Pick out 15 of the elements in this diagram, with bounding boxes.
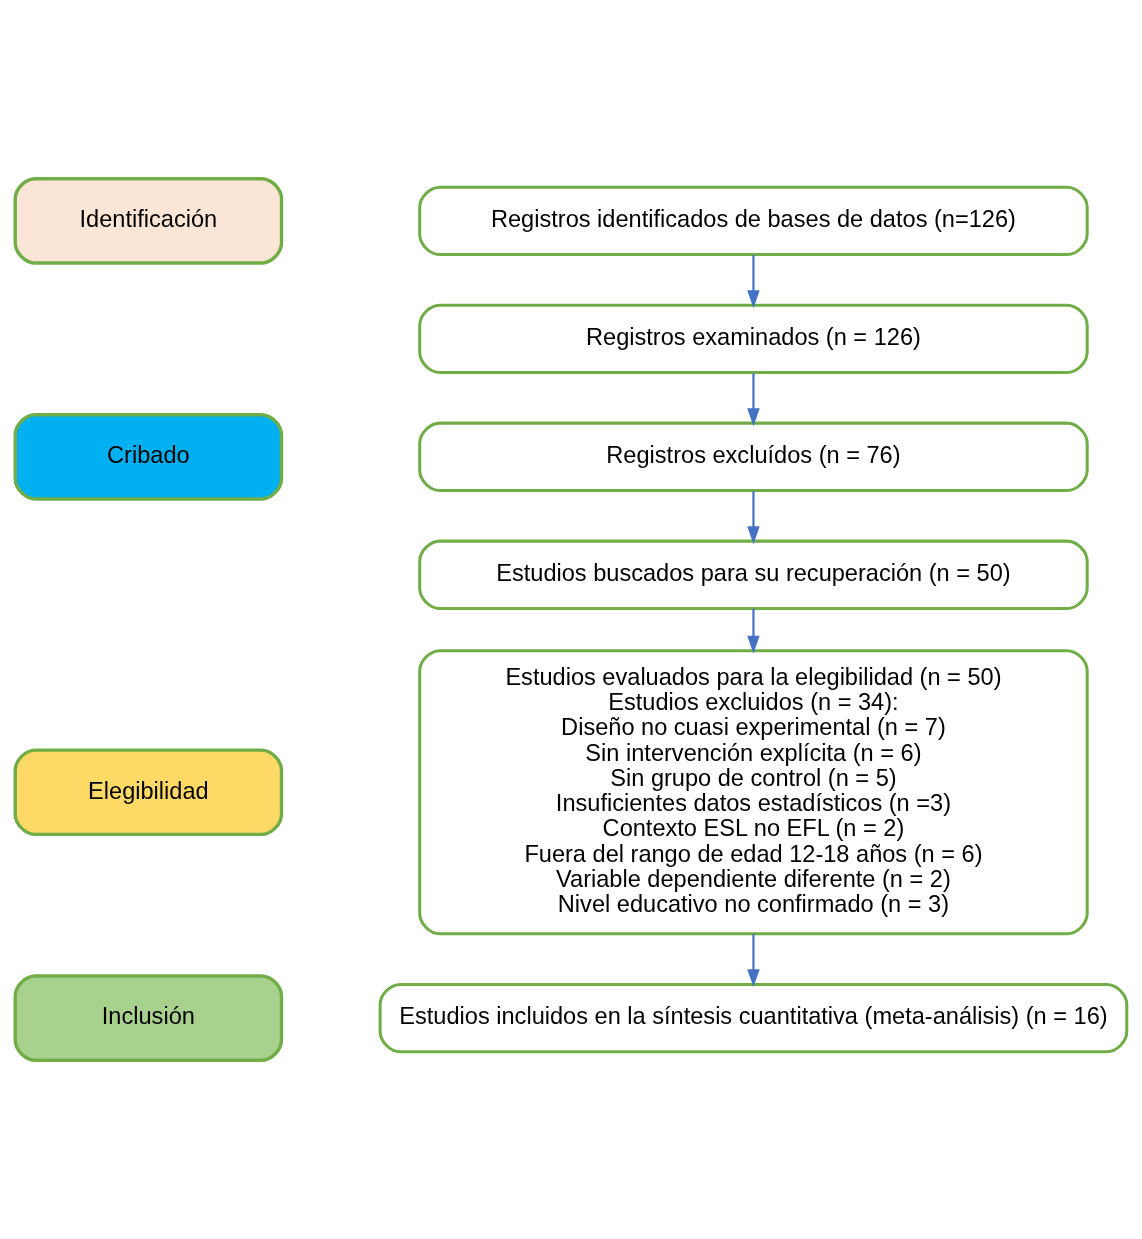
node-box: Estudios buscados para su recuperación (n = 50) [418,539,1089,611]
node-box: Estudios incluidos en la síntesis cuantitativa (meta-análisis) (n = 16) [378,982,1129,1054]
node-box: Cribado [13,413,284,501]
node-box: Inclusión [13,974,284,1062]
node-box: Estudios evaluados para la elegibilidad (n = 50) Estudios excluidos (n = 34): Diseño no cuasi experimental (n = 7) Sin intervención explícita (n = 6) Sin grupo de control (n = 5) Insuficientes datos estadísticos (n =3) Contexto ESL no EFL (n = 2) Fuera del rango de edad 12-18 años (n = 6) Variable dependiente diferente (n = 2) Nivel educativo no confirmado (n = 3) [418,649,1089,936]
node-box: Registros examinados (n = 126) [418,303,1089,375]
arrow [747,934,760,988]
arrow [747,373,760,427]
node-box: Registros excluídos (n = 76) [418,421,1089,493]
node-box: Identificación [13,177,284,265]
node-box: Registros identificados de bases de datos (n=126) [418,185,1089,257]
node-box: Elegibilidad [13,748,284,837]
arrow [747,255,760,309]
arrow [747,608,760,654]
arrow [747,491,760,545]
